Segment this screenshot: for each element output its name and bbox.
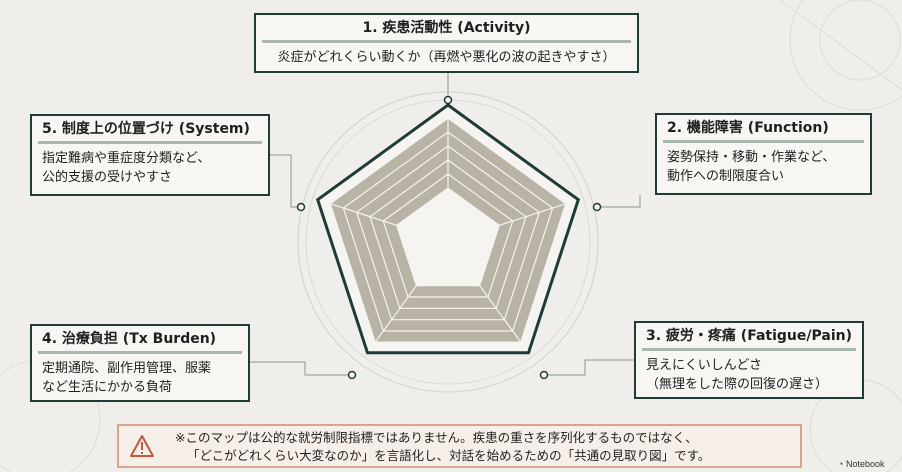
axis-desc-line: 指定難病や重症度分類など、 bbox=[42, 151, 211, 166]
axis-desc-line: 動作への制限度合い bbox=[667, 169, 785, 184]
disclaimer-text: ※このマップは公的な就労制限指標ではありません。疾患の重さを序列化するものではな… bbox=[175, 429, 710, 465]
spoke bbox=[329, 203, 397, 226]
spoke bbox=[499, 203, 567, 226]
brand-icon: ◔ bbox=[838, 459, 844, 469]
axis-box-activity: 1. 疾患活動性 (Activity) 炎症がどれくらい動くか（再燃や悪化の波の… bbox=[254, 13, 639, 73]
inner-pentagon bbox=[396, 187, 500, 287]
axis-title-activity: 1. 疾患活動性 (Activity) bbox=[362, 20, 531, 36]
axis-desc-line: 姿勢保持・移動・作業など、 bbox=[667, 150, 836, 165]
axis-desc-function: 姿勢保持・移動・作業など、 動作への制限度合い bbox=[657, 148, 870, 186]
axis-desc-line: など生活にかかる負荷 bbox=[42, 380, 173, 395]
connector-lines bbox=[250, 73, 641, 380]
brand-label: ◔ Notebook bbox=[838, 459, 884, 469]
axis-desc-line: 炎症がどれくらい動くか（再燃や悪化の波の起きやすさ） bbox=[277, 50, 616, 65]
spoke bbox=[479, 285, 522, 343]
title-rule bbox=[38, 351, 242, 354]
axis-desc-activity: 炎症がどれくらい動くか（再燃や悪化の波の起きやすさ） bbox=[256, 48, 637, 67]
axis-desc-fatigue: 見えにくいしんどさ （無理をした際の回復の遅さ） bbox=[636, 356, 862, 394]
connector-line bbox=[597, 195, 641, 208]
axis-marker bbox=[347, 370, 357, 380]
grid-ring bbox=[355, 145, 541, 321]
title-rule bbox=[262, 40, 631, 43]
axis-title-function: 2. 機能障害 (Function) bbox=[667, 120, 829, 136]
axis-desc-line: 定期通院、副作用管理、服薬 bbox=[42, 361, 212, 376]
title-rule bbox=[38, 141, 262, 144]
axis-desc-line: 見えにくいしんどさ bbox=[646, 358, 762, 373]
axis-marker bbox=[443, 95, 453, 105]
radar-pentagons bbox=[315, 103, 581, 355]
axis-box-function: 2. 機能障害 (Function) 姿勢保持・移動・作業など、 動作への制限度… bbox=[655, 113, 872, 195]
disclaimer-note: ※このマップは公的な就労制限指標ではありません。疾患の重さを序列化するものではな… bbox=[117, 424, 802, 468]
axis-desc-treatment: 定期通院、副作用管理、服薬 など生活にかかる負荷 bbox=[32, 359, 248, 397]
title-rule bbox=[642, 348, 856, 351]
axis-desc-line: 公的支援の受けやすさ bbox=[42, 170, 173, 185]
axis-marker bbox=[592, 202, 602, 212]
warning-triangle-icon bbox=[130, 435, 154, 457]
grid-ring bbox=[369, 159, 527, 309]
axis-box-treatment: 4. 治療負担 (Tx Burden) 定期通院、副作用管理、服薬 など生活にか… bbox=[30, 324, 250, 402]
grid-ring bbox=[382, 173, 514, 298]
axis-title-fatigue: 3. 疲労・疼痛 (Fatigue/Pain) bbox=[646, 328, 852, 344]
axis-box-fatigue: 3. 疲労・疼痛 (Fatigue/Pain) 見えにくいしんどさ （無理をした… bbox=[634, 321, 864, 399]
title-rule bbox=[663, 140, 864, 143]
axis-marker bbox=[539, 370, 549, 380]
axis-marker bbox=[296, 202, 306, 212]
connector-line bbox=[270, 154, 301, 208]
brand-text: Notebook bbox=[845, 459, 885, 469]
connector-line bbox=[250, 361, 352, 376]
axis-desc-line: （無理をした際の回復の遅さ） bbox=[646, 377, 829, 392]
axis-title-system: 5. 制度上の位置づけ (System) bbox=[42, 121, 250, 137]
disclaimer-line-2: 「どこがどれくらい大変なのか」を言語化し、対話を始めるための「共通の見取り図」で… bbox=[187, 448, 711, 463]
grid-ring bbox=[342, 131, 554, 332]
disclaimer-line-1: ※このマップは公的な就労制限指標ではありません。疾患の重さを序列化するものではな… bbox=[175, 430, 698, 445]
axis-title-treatment: 4. 治療負担 (Tx Burden) bbox=[42, 331, 217, 347]
axis-box-system: 5. 制度上の位置づけ (System) 指定難病や重症度分類など、 公的支援の… bbox=[30, 114, 270, 196]
connector-line bbox=[544, 359, 634, 376]
axis-desc-system: 指定難病や重症度分類など、 公的支援の受けやすさ bbox=[32, 149, 268, 187]
spoke bbox=[374, 285, 417, 343]
